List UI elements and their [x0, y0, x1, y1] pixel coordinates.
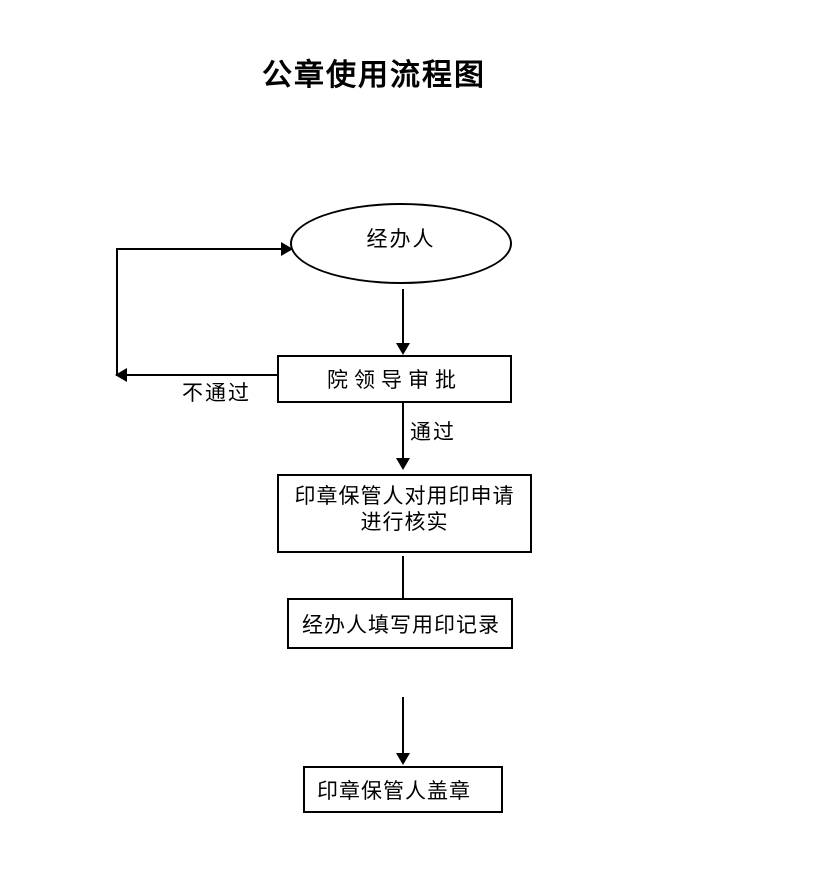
node-approval-label: 院领导审批	[327, 369, 462, 392]
flowchart-title: 公章使用流程图	[262, 59, 486, 92]
edge-approval-to-handler-left-arrowhead-icon	[115, 368, 127, 382]
node-handler-label: 经办人	[366, 227, 436, 251]
node-handler-ellipse: 经办人	[290, 203, 512, 284]
edge-handler-to-approval-arrowhead-icon	[396, 343, 410, 355]
node-stamp-label: 印章保管人盖章	[317, 779, 471, 803]
node-stamp-box: 印章保管人盖章	[303, 766, 503, 813]
edge-record-to-stamp-arrowhead-icon	[396, 753, 410, 765]
edge-approval-to-handler-arrowhead-icon	[281, 242, 293, 256]
edge-label-pass: 通过	[410, 416, 456, 446]
edge-approval-to-verify-line	[402, 403, 404, 458]
node-verify-label: 印章保管人对用印申请 进行核实	[279, 484, 530, 536]
node-record-label: 经办人填写用印记录	[302, 613, 500, 637]
edge-approval-to-handler-top-line	[116, 248, 281, 250]
node-verify-label-line1: 印章保管人对用印申请	[294, 485, 515, 508]
edge-label-fail: 不通过	[182, 377, 251, 407]
node-record-box: 经办人填写用印记录	[287, 598, 513, 649]
node-verify-box: 印章保管人对用印申请 进行核实	[277, 474, 532, 553]
edge-approval-to-handler-vertical-line	[116, 248, 118, 376]
edge-handler-to-approval-line	[402, 289, 404, 343]
edge-approval-to-verify-arrowhead-icon	[396, 458, 410, 470]
edge-record-to-stamp-line	[402, 697, 404, 753]
node-verify-label-line2: 进行核实	[360, 511, 449, 534]
edge-verify-to-record-line	[402, 556, 404, 598]
edge-approval-to-handler-bottom-line	[127, 374, 277, 376]
node-approval-box: 院领导审批	[277, 355, 512, 403]
